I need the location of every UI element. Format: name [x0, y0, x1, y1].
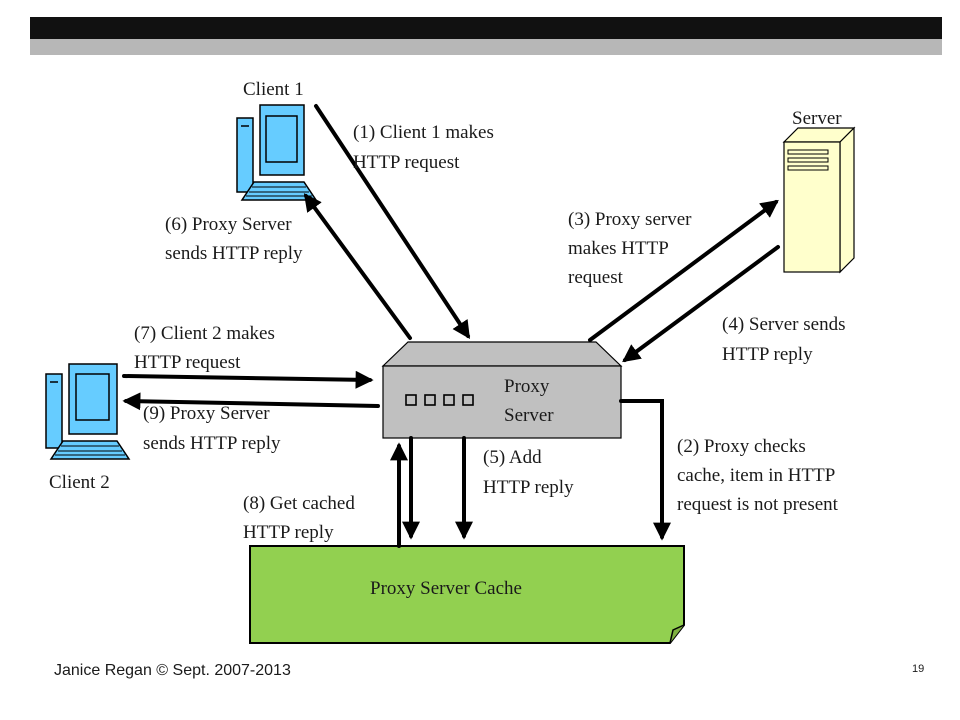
- cache-label: Proxy Server Cache: [370, 578, 522, 599]
- arrow-step9: [122, 392, 380, 411]
- step5-label-line2: HTTP reply: [483, 477, 574, 498]
- arrow-step7: [122, 370, 374, 389]
- arrow-step4: [622, 245, 780, 363]
- arrow-step6: [303, 193, 412, 340]
- client2-label: Client 2: [49, 472, 110, 493]
- step6-label-line2: sends HTTP reply: [165, 243, 303, 264]
- step3-label-line2: makes HTTP: [568, 238, 669, 259]
- step8-label-line1: (8) Get cached: [243, 493, 355, 514]
- client2-computer-icon: [45, 363, 131, 460]
- step3-label-line3: request: [568, 267, 623, 288]
- page-number: 19: [912, 663, 925, 675]
- title-bar-dark-end: [918, 17, 942, 39]
- proxy-server-box: [381, 341, 623, 439]
- arrow-step2: [619, 399, 671, 541]
- step3-label-line1: (3) Proxy server: [568, 209, 692, 230]
- step1-label-line2: HTTP request: [353, 152, 460, 173]
- step5-label-line1: (5) Add: [483, 447, 542, 468]
- step7-label-line1: (7) Client 2 makes: [134, 323, 275, 344]
- client1-label: Client 1: [243, 79, 304, 100]
- server-label: Server: [792, 108, 842, 129]
- step2-label-line2: cache, item in HTTP: [677, 465, 836, 486]
- proxy-label-line2: Server: [504, 405, 554, 426]
- step9-label-line2: sends HTTP reply: [143, 433, 281, 454]
- step8-label-line2: HTTP reply: [243, 522, 334, 543]
- step4-label-line2: HTTP reply: [722, 344, 813, 365]
- cache-box: [249, 545, 685, 644]
- step2-label-line3: request is not present: [677, 494, 838, 515]
- step1-label-line1: (1) Client 1 makes: [353, 122, 494, 143]
- step4-label-line1: (4) Server sends: [722, 314, 846, 335]
- arrow-step1: [314, 104, 470, 340]
- title-bar-dark: [30, 17, 918, 39]
- title-bar-light: [30, 39, 918, 55]
- step7-label-line2: HTTP request: [134, 352, 241, 373]
- footer-author: Janice Regan © Sept. 2007-2013: [54, 662, 291, 679]
- step9-label-line1: (9) Proxy Server: [143, 403, 270, 424]
- proxy-label-line1: Proxy: [504, 376, 550, 397]
- step2-label-line1: (2) Proxy checks: [677, 436, 806, 457]
- arrow-step3: [588, 199, 779, 342]
- title-bar-light-end: [918, 39, 942, 55]
- client1-computer-icon: [236, 104, 318, 201]
- step6-label-line1: (6) Proxy Server: [165, 214, 292, 235]
- server-tower-icon: [782, 126, 856, 274]
